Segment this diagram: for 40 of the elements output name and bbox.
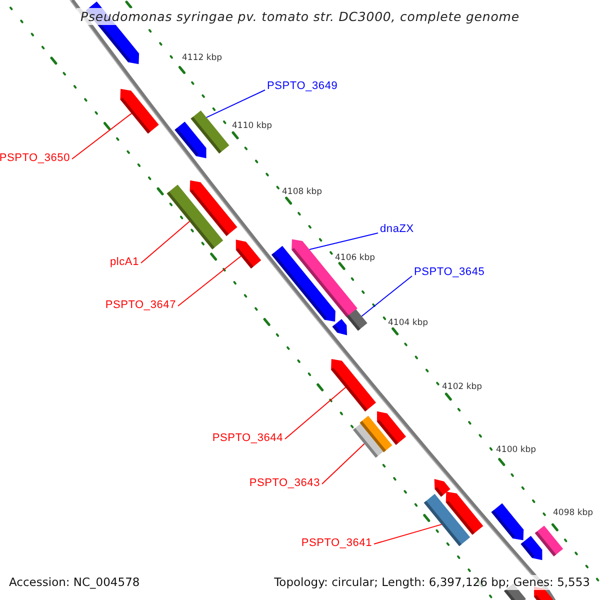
gene-segment xyxy=(520,536,542,560)
leader-line xyxy=(206,90,266,118)
scale-label: 4104 kbp xyxy=(388,318,428,328)
gene-segment xyxy=(331,358,376,412)
gene-segment xyxy=(332,319,348,336)
gene-label: PSPTO_3644 xyxy=(212,432,283,445)
gene-segment xyxy=(236,240,262,268)
gene-segment xyxy=(424,494,470,546)
gene-segment xyxy=(346,309,368,331)
scale-label: 4102 kbp xyxy=(442,382,482,392)
gene-label: PSPTO_3647 xyxy=(105,299,176,312)
gene-label: PSPTO_3645 xyxy=(414,266,485,279)
gene-segment xyxy=(491,503,524,540)
leader-line xyxy=(374,524,442,544)
gene-segment xyxy=(377,411,406,445)
gene-segment xyxy=(190,180,238,236)
gene-label: PSPTO_3649 xyxy=(267,80,338,93)
gene-label: PSPTO_3643 xyxy=(249,477,320,490)
scale-label: 4112 kbp xyxy=(182,53,222,63)
leader-line xyxy=(322,443,365,484)
gene-label: PSPTO_3641 xyxy=(301,537,372,550)
leader-line xyxy=(140,220,190,264)
scale-label: 4098 kbp xyxy=(553,508,594,518)
leader-line xyxy=(308,232,378,250)
scale-label: 4106 kbp xyxy=(335,253,376,263)
leader-line xyxy=(284,386,346,440)
gene-segment xyxy=(174,122,206,158)
scale-label: 4108 kbp xyxy=(282,187,322,197)
leader-line xyxy=(361,276,412,317)
footer-text: Topology: circular; Length: 6,397,126 bp; Genes: 5,553 xyxy=(274,575,590,590)
scale-label: 4100 kbp xyxy=(496,445,536,455)
gene-segment xyxy=(534,526,564,556)
footer-text: Accession: NC_004578 xyxy=(9,575,140,590)
gene-segment xyxy=(272,246,336,322)
gene-segment xyxy=(120,88,159,134)
gene-label: PSPTO_3650 xyxy=(0,152,70,165)
gene-label: plcA1 xyxy=(110,256,139,269)
leader-line xyxy=(72,112,132,160)
gene-label: dnaZX xyxy=(380,223,414,236)
leader-line xyxy=(178,256,242,306)
